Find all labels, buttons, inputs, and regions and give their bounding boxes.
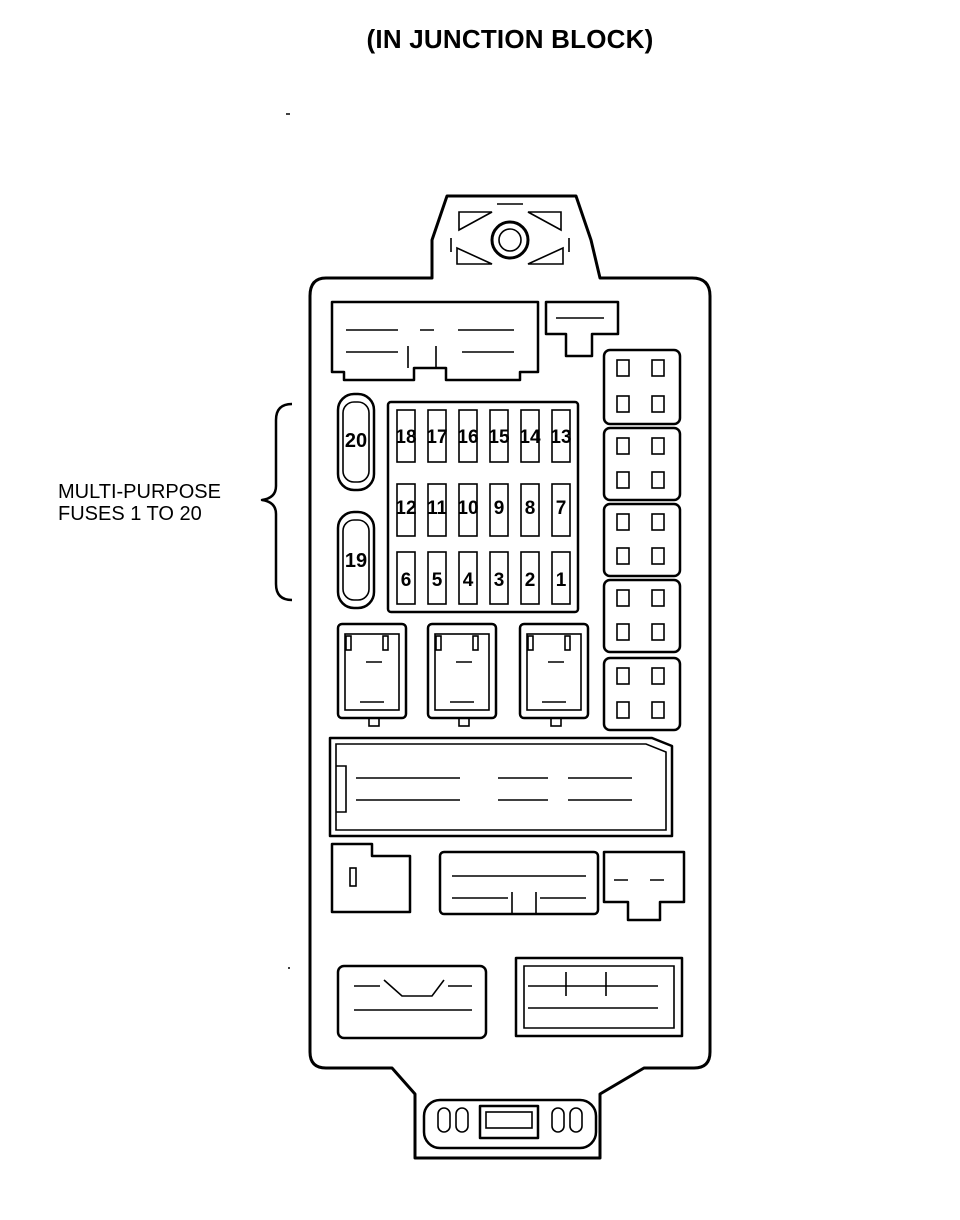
fuse-number-10: 10 bbox=[457, 498, 478, 519]
diagram-title: (IN JUNCTION BLOCK) bbox=[366, 24, 654, 54]
fuse-17-body bbox=[427, 409, 447, 463]
fuse-number-19: 19 bbox=[345, 550, 367, 572]
fuse-4-body bbox=[458, 551, 478, 605]
connector-lower-center bbox=[438, 850, 600, 916]
fuse-6: 6 bbox=[396, 551, 416, 605]
fuse-1: 1 bbox=[551, 551, 571, 605]
fuse-11: 11 bbox=[427, 483, 448, 537]
connector-top-left bbox=[330, 300, 540, 382]
fuse-14: 14 bbox=[519, 409, 541, 463]
relay-1 bbox=[602, 348, 682, 426]
fuse-number-4: 4 bbox=[463, 570, 474, 591]
fuse-12: 12 bbox=[395, 483, 417, 537]
fuse-number-6: 6 bbox=[401, 570, 412, 591]
fuse-number-8: 8 bbox=[525, 498, 536, 519]
fuse-12-body bbox=[396, 483, 416, 537]
relay-5 bbox=[602, 656, 682, 732]
fuse-15-body bbox=[489, 409, 509, 463]
fuse-5: 5 bbox=[427, 551, 447, 605]
fuse-2: 2 bbox=[520, 551, 540, 605]
fuse-6-body bbox=[396, 551, 416, 605]
fuse-number-20: 20 bbox=[345, 430, 367, 452]
fuse-number-15: 15 bbox=[488, 427, 510, 448]
junction-block-housing bbox=[308, 194, 712, 1160]
fuse-number-5: 5 bbox=[432, 570, 443, 591]
fuse-4: 4 bbox=[458, 551, 478, 605]
fuse-13-body bbox=[551, 409, 571, 463]
fuse-number-11: 11 bbox=[427, 498, 448, 519]
relay-socket-3 bbox=[518, 622, 590, 727]
large-fuse-20: 20 bbox=[336, 392, 376, 492]
fuse-18-body bbox=[396, 409, 416, 463]
connector-lower-right bbox=[602, 850, 686, 922]
relay-column bbox=[602, 348, 682, 732]
fuse-number-18: 18 bbox=[395, 427, 416, 448]
fuse-number-12: 12 bbox=[395, 498, 416, 519]
fuse-8: 8 bbox=[520, 483, 540, 537]
connector-bottom-left bbox=[336, 964, 488, 1040]
fuse-3: 3 bbox=[489, 551, 509, 605]
fuse-number-9: 9 bbox=[494, 498, 505, 519]
fuse-number-2: 2 bbox=[525, 570, 536, 591]
fuse-9: 9 bbox=[489, 483, 509, 537]
connector-lower-left bbox=[330, 842, 412, 914]
relay-socket-1 bbox=[336, 622, 408, 727]
fuse-18: 18 bbox=[395, 409, 417, 463]
fuse-number-3: 3 bbox=[494, 570, 505, 591]
fuse-5-body bbox=[427, 551, 447, 605]
fuse-10: 10 bbox=[457, 483, 479, 537]
fuse-2-body bbox=[520, 551, 540, 605]
fuse-number-1: 1 bbox=[556, 570, 567, 591]
fuse-9-body bbox=[489, 483, 509, 537]
fuse-8-body bbox=[520, 483, 540, 537]
fuse-10-body bbox=[458, 483, 478, 537]
multi-purpose-fuses-label: MULTI-PURPOSE FUSES 1 TO 20 bbox=[58, 481, 221, 525]
fuse-3-body bbox=[489, 551, 509, 605]
fuse-7: 7 bbox=[551, 483, 571, 537]
relay-3 bbox=[602, 502, 682, 578]
relay-socket-2 bbox=[426, 622, 498, 727]
fuse-17: 17 bbox=[426, 409, 448, 463]
fuse-bracket bbox=[260, 402, 293, 602]
relay-4 bbox=[602, 578, 682, 654]
connector-bottom-right bbox=[514, 956, 684, 1038]
fuse-number-7: 7 bbox=[556, 498, 567, 519]
relay-2 bbox=[602, 426, 682, 502]
fuse-11-body bbox=[427, 483, 447, 537]
fuse-14-body bbox=[520, 409, 540, 463]
fuse-number-16: 16 bbox=[457, 427, 478, 448]
fuse-number-13: 13 bbox=[550, 427, 571, 448]
fuse-1-body bbox=[551, 551, 571, 605]
top-mounting-tab bbox=[450, 203, 570, 265]
connector-middle-long bbox=[328, 736, 674, 838]
fuse-number-14: 14 bbox=[519, 427, 541, 448]
fuse-16: 16 bbox=[457, 409, 479, 463]
bottom-mounting-tab bbox=[422, 1098, 598, 1150]
fuse-number-17: 17 bbox=[426, 427, 447, 448]
fuse-13: 13 bbox=[550, 409, 572, 463]
fuse-15: 15 bbox=[488, 409, 510, 463]
large-fuse-19: 19 bbox=[336, 510, 376, 610]
fuse-16-body bbox=[458, 409, 478, 463]
fuse-label-line-2: FUSES 1 TO 20 bbox=[58, 503, 202, 525]
fuse-label-line-1: MULTI-PURPOSE bbox=[58, 481, 221, 503]
connector-top-right bbox=[544, 300, 620, 358]
fuse-7-body bbox=[551, 483, 571, 537]
